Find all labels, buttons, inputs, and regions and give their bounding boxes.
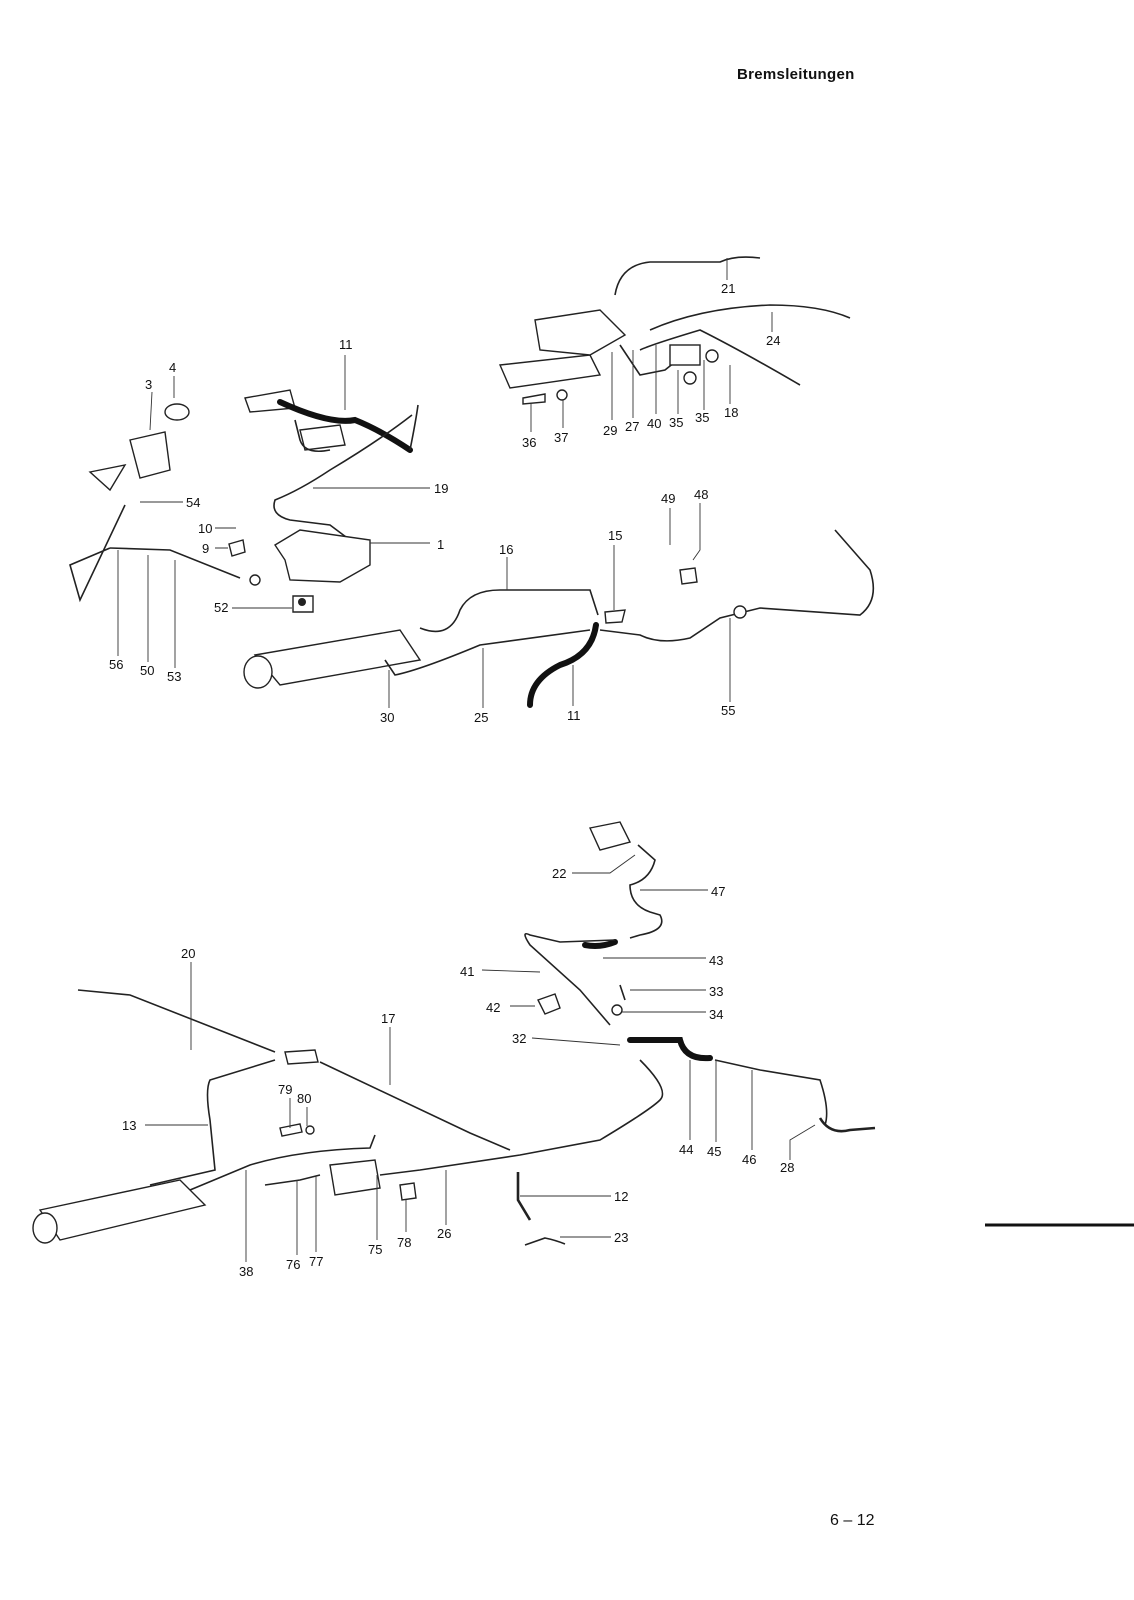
part-label: 25 — [474, 710, 489, 725]
part-label: 41 — [460, 964, 475, 979]
reservoir-1 — [274, 529, 371, 583]
part-label: 56 — [109, 657, 124, 672]
part-label: 32 — [512, 1031, 527, 1046]
part-label: 43 — [709, 953, 724, 968]
part-label: 40 — [647, 416, 662, 431]
part-label: 28 — [780, 1160, 795, 1175]
part-label: 29 — [603, 423, 618, 438]
part-label: 34 — [709, 1007, 724, 1022]
part-label: 35 — [695, 410, 710, 425]
part-label: 4 — [169, 360, 177, 375]
part-label: 75 — [368, 1242, 383, 1257]
part-label: 21 — [721, 281, 736, 296]
part-label: 16 — [499, 542, 514, 557]
part-label: 45 — [707, 1144, 722, 1159]
part-label: 48 — [694, 487, 709, 502]
part-label: 22 — [552, 866, 567, 881]
upper-assembly — [69, 256, 875, 708]
part-label: 80 — [297, 1091, 312, 1106]
part-label: 42 — [486, 1000, 501, 1015]
reservoir-left — [129, 431, 171, 479]
part-label: 76 — [286, 1257, 301, 1272]
part-label: 17 — [381, 1011, 396, 1026]
part-label: 13 — [122, 1118, 137, 1133]
part-label: 30 — [380, 710, 395, 725]
part-label: 20 — [181, 946, 196, 961]
part-label: 11 — [567, 708, 581, 723]
part-label: 33 — [709, 984, 724, 999]
part-label: 1 — [437, 537, 445, 552]
page-number: 6 – 12 — [830, 1512, 875, 1529]
part-label: 27 — [625, 419, 640, 434]
part-label: 35 — [669, 415, 684, 430]
part-label: 19 — [434, 481, 449, 496]
distributor-top — [669, 344, 701, 366]
part-label: 37 — [554, 430, 569, 445]
part-label: 24 — [766, 333, 781, 348]
part-label: 9 — [202, 541, 210, 556]
reservoir-top — [534, 309, 627, 356]
part-label: 15 — [608, 528, 623, 543]
lower-assembly — [32, 821, 876, 1262]
part-label: 77 — [309, 1254, 324, 1269]
page-title: Bremsleitungen — [737, 66, 855, 83]
part-label: 3 — [145, 377, 153, 392]
wheel-cylinder — [588, 821, 632, 851]
part-label: 12 — [614, 1189, 629, 1204]
part-label: 44 — [679, 1142, 694, 1157]
part-label: 79 — [278, 1082, 293, 1097]
part-label: 55 — [721, 703, 736, 718]
part-label: 26 — [437, 1226, 452, 1241]
part-label: 11 — [339, 337, 353, 352]
part-label: 49 — [661, 491, 676, 506]
part-label: 18 — [724, 405, 739, 420]
part-label: 36 — [522, 435, 537, 450]
part-label: 52 — [214, 600, 229, 615]
part-label: 78 — [397, 1235, 412, 1250]
master-cylinder-lower — [38, 1179, 207, 1241]
master-cylinder-top — [498, 354, 602, 389]
part-label: 46 — [742, 1152, 757, 1167]
part-label: 54 — [186, 495, 201, 510]
part-label: 10 — [198, 521, 213, 536]
master-cylinder — [253, 629, 422, 686]
part-label: 38 — [239, 1264, 254, 1279]
part-label: 47 — [711, 884, 726, 899]
part-label: 23 — [614, 1230, 629, 1245]
part-label: 53 — [167, 669, 182, 684]
part-label: 50 — [140, 663, 155, 678]
